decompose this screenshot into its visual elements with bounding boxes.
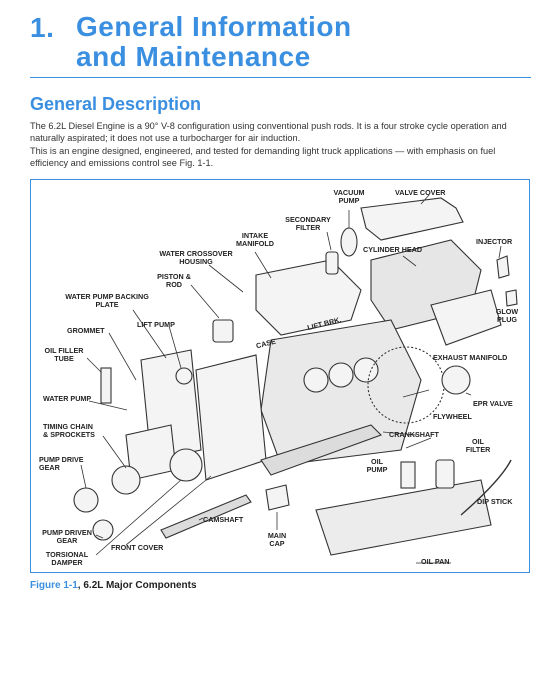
injector-drawing xyxy=(496,255,510,279)
figure-caption-ref: Figure 1-1 xyxy=(30,580,78,591)
label-water-crossover-housing: WATER CROSSOVER HOUSING xyxy=(159,249,233,266)
label-valve-cover: VALVE COVER xyxy=(395,188,446,197)
figure-caption: Figure 1-1, 6.2L Major Components xyxy=(30,580,197,591)
label-dip-stick: DIP STICK xyxy=(477,497,513,506)
label-piston-rod: PISTON & ROD xyxy=(157,272,191,289)
label-oil-filler-tube: OIL FILLER TUBE xyxy=(44,346,84,363)
label-camshaft: CAMSHAFT xyxy=(203,515,244,524)
oil-filter-drawing xyxy=(435,459,455,489)
exhaust-manifold-drawing xyxy=(430,289,502,346)
label-epr-valve: EPR VALVE xyxy=(473,399,513,408)
secondary-filter-drawing xyxy=(325,251,339,275)
label-grommet: GROMMET xyxy=(67,326,105,335)
piston-drawing xyxy=(212,319,234,343)
oil-filler-tube-drawing xyxy=(100,367,112,404)
label-exhaust-manifold: EXHAUST MANIFOLD xyxy=(433,353,508,362)
camshaft-drawing xyxy=(160,494,252,539)
label-injector: INJECTOR xyxy=(476,237,513,246)
label-pump-drive-gear: PUMP DRIVE GEAR xyxy=(39,455,84,472)
label-cylinder-head: CYLINDER HEAD xyxy=(363,245,423,254)
label-oil-filter: OIL FILTER xyxy=(465,437,491,454)
engine-exploded-illustration xyxy=(73,194,518,564)
label-water-pump: WATER PUMP xyxy=(43,394,92,403)
chapter-title: General Information and Maintenance xyxy=(76,12,496,72)
timing-sprocket-drawing xyxy=(111,465,141,495)
lift-pump-drawing xyxy=(175,367,193,385)
front-cover-drawing xyxy=(195,354,267,481)
label-lift-pump: LIFT PUMP xyxy=(137,320,175,329)
label-vacuum-pump: VACUUM PUMP xyxy=(333,188,365,205)
pump-drive-gear-drawing xyxy=(73,487,99,513)
section-title: General Description xyxy=(30,94,202,114)
figure-caption-text: , 6.2L Major Components xyxy=(77,580,197,591)
valve-cover-drawing xyxy=(360,197,464,241)
pump-driven-gear-drawing xyxy=(92,519,114,541)
label-main-cap: MAIN CAP xyxy=(267,531,287,548)
engine-components-figure: VACUUM PUMP VALVE COVER SECONDARY FILTER… xyxy=(30,179,530,573)
vacuum-pump-drawing xyxy=(340,227,358,257)
label-flywheel: FLYWHEEL xyxy=(433,412,472,421)
label-oil-pan: OIL PAN xyxy=(421,557,450,566)
torsional-damper-drawing xyxy=(169,448,203,482)
label-secondary-filter: SECONDARY FILTER xyxy=(285,215,331,232)
label-pump-driven-gear: PUMP DRIVEN GEAR xyxy=(42,528,92,545)
glow-plug-drawing xyxy=(505,289,518,307)
oil-pan-drawing xyxy=(315,479,492,556)
oil-pump-drawing xyxy=(400,461,416,489)
epr-valve-drawing xyxy=(441,365,471,395)
main-cap-drawing xyxy=(265,484,290,511)
chapter-title-line2: and Maintenance xyxy=(76,41,311,72)
body-paragraph-1: The 6.2L Diesel Engine is a 90° V-8 conf… xyxy=(30,121,507,143)
body-paragraph-2: This is an engine designed, engineered, … xyxy=(30,146,496,168)
crankshaft-drawing xyxy=(260,424,382,476)
label-water-pump-backing-plate: WATER PUMP BACKING PLATE xyxy=(65,292,149,309)
label-front-cover: FRONT COVER xyxy=(111,543,164,552)
chapter-title-line1: General Information xyxy=(76,11,352,42)
label-crankshaft: CRANKSHAFT xyxy=(389,430,439,439)
label-timing-chain: TIMING CHAIN & SPROCKETS xyxy=(43,422,95,439)
label-torsional-damper: TORSIONAL DAMPER xyxy=(45,550,89,567)
leader-lines xyxy=(80,194,502,564)
label-glow-plug: GLOW PLUG xyxy=(495,307,519,324)
heading-rule xyxy=(30,77,531,78)
dip-stick-drawing xyxy=(460,459,512,516)
label-oil-pump: OIL PUMP xyxy=(366,457,388,474)
label-intake-manifold: INTAKE MANIFOLD xyxy=(236,231,274,248)
chapter-number: 1. xyxy=(30,12,55,43)
